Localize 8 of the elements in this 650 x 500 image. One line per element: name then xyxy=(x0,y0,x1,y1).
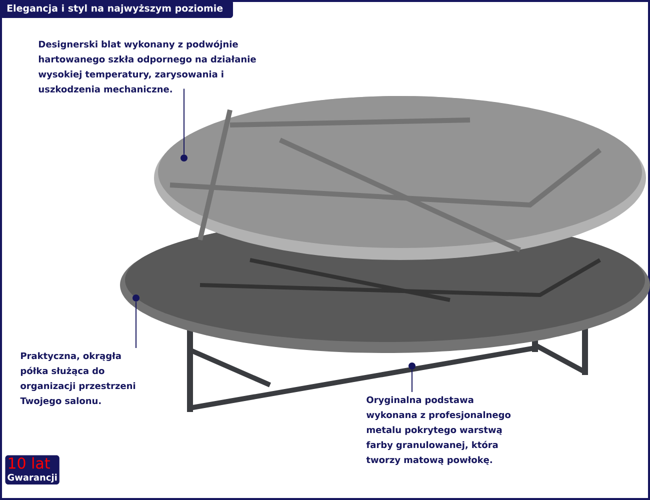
callout-text: Oryginalna podstawa wykonana z profesjonalnego metalu pokrytego warstwą farby granulowanej, która tworzy matową powłokę. xyxy=(366,396,511,465)
warranty-badge: 10 lat Gwarancji xyxy=(5,455,60,485)
marker-dot xyxy=(180,154,188,162)
callout-text: Praktyczna, okrągła półka służąca do organizacji przestrzeni Twojego salonu. xyxy=(20,352,136,406)
title-bar: Elegancja i styl na najwyższym poziomie xyxy=(0,0,233,18)
marker-dot xyxy=(132,294,140,302)
callout-text: Designerski blat wykonany z podwójnie hartowanego szkła odpornego na działanie wysokiej temperatury, zarysowania i uszkodzenia mechaniczne. xyxy=(38,40,256,93)
marker-dot xyxy=(408,362,416,370)
